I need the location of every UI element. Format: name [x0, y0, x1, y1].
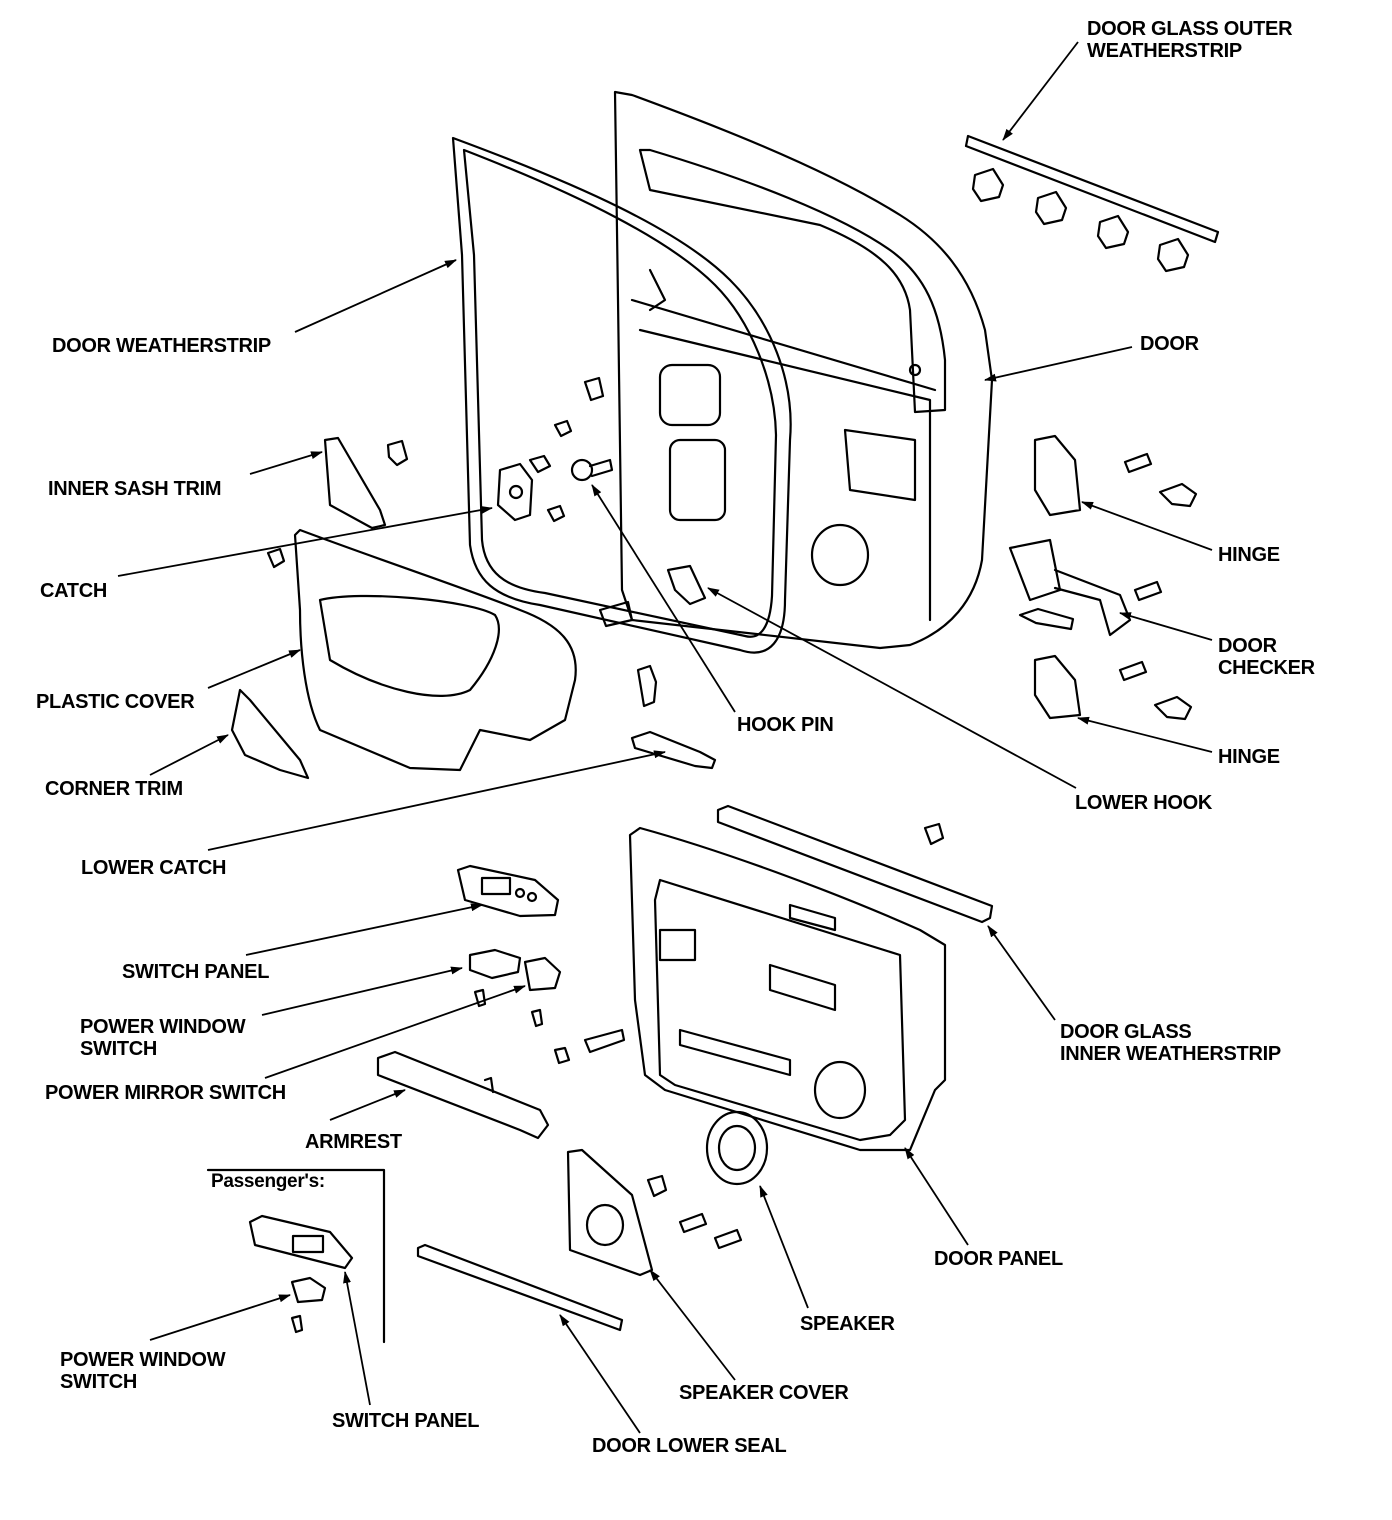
leader-door-checker	[1119, 612, 1213, 641]
label-door-glass-outer-weatherstrip: DOOR GLASS OUTER WEATHERSTRIP	[1087, 18, 1293, 62]
leader-passenger-switch-panel	[343, 1271, 371, 1406]
label-switch-panel: SWITCH PANEL	[122, 961, 270, 983]
leader-passenger-power-window-switch	[149, 1294, 291, 1341]
leader-speaker-cover	[649, 1269, 736, 1381]
leader-hook-pin	[591, 484, 736, 713]
leader-catch	[117, 506, 493, 577]
label-speaker-cover: SPEAKER COVER	[679, 1382, 849, 1404]
label-catch: CATCH	[40, 580, 108, 602]
label-speaker: SPEAKER	[800, 1313, 895, 1335]
passenger-switch-panel-part	[248, 1214, 354, 1270]
catch-part	[496, 376, 605, 523]
door-checker-part	[1008, 538, 1163, 637]
label-lower-hook: LOWER HOOK	[1075, 792, 1212, 814]
power-mirror-switch-part	[523, 956, 626, 1065]
label-power-window-switch: POWER WINDOW SWITCH	[80, 1016, 246, 1060]
label-door-weatherstrip: DOOR WEATHERSTRIP	[52, 335, 271, 357]
label-hook-pin: HOOK PIN	[737, 714, 834, 736]
label-inner-sash-trim: INNER SASH TRIM	[48, 478, 222, 500]
hook-pin-part	[570, 458, 614, 482]
label-plastic-cover: PLASTIC COVER	[36, 691, 195, 713]
label-passenger-switch-panel: SWITCH PANEL	[332, 1410, 480, 1432]
leader-armrest	[329, 1089, 406, 1121]
hinge-upper-part	[1033, 434, 1198, 517]
leader-door-weatherstrip	[294, 259, 457, 333]
plastic-cover-part	[266, 528, 577, 772]
switch-panel-part	[456, 864, 560, 918]
leader-door	[984, 346, 1133, 382]
corner-trim-part	[230, 688, 310, 780]
label-door-glass-inner-weatherstrip: DOOR GLASS INNER WEATHERSTRIP	[1060, 1021, 1281, 1065]
lower-catch-part	[630, 664, 717, 770]
label-passenger-power-window-switch: POWER WINDOW SWITCH	[60, 1349, 226, 1393]
leader-speaker	[759, 1185, 809, 1309]
leader-lower-catch	[207, 750, 666, 851]
label-lower-catch: LOWER CATCH	[81, 857, 227, 879]
leader-power-mirror-switch	[264, 985, 526, 1079]
leader-door-panel	[904, 1147, 969, 1246]
door-weatherstrip-part	[451, 136, 792, 654]
leader-lower-hook	[707, 587, 1077, 789]
inner-sash-trim-part	[323, 436, 409, 530]
leader-inner-sash-trim	[249, 451, 323, 475]
leader-outer-weatherstrip	[1002, 41, 1079, 141]
label-door-lower-seal: DOOR LOWER SEAL	[592, 1435, 787, 1457]
leader-hinge-upper	[1081, 501, 1213, 551]
label-door: DOOR	[1140, 333, 1199, 355]
leader-door-lower-seal	[559, 1314, 641, 1434]
leader-plastic-cover	[207, 649, 301, 689]
armrest-part	[376, 1050, 550, 1140]
leader-lines	[117, 41, 1213, 1434]
hinge-lower-part	[1033, 654, 1193, 721]
leader-inner-weatherstrip	[987, 925, 1056, 1021]
door-lower-seal-part	[416, 1243, 624, 1332]
lower-hook-part	[598, 564, 707, 628]
label-hinge-upper: HINGE	[1218, 544, 1280, 566]
door-glass-outer-weatherstrip-part	[964, 134, 1220, 273]
label-power-mirror-switch: POWER MIRROR SWITCH	[45, 1082, 286, 1104]
door-panel-part	[628, 826, 947, 1152]
power-window-switch-part	[468, 948, 522, 1008]
label-passengers: Passenger's:	[211, 1171, 325, 1192]
label-door-checker: DOOR CHECKER	[1218, 635, 1315, 679]
leader-hinge-lower	[1077, 716, 1213, 753]
speaker-part	[646, 1110, 769, 1250]
label-door-panel: DOOR PANEL	[934, 1248, 1063, 1270]
speaker-cover-part	[566, 1148, 654, 1277]
door-glass-inner-weatherstrip-part	[716, 804, 994, 924]
leader-corner-trim	[149, 734, 229, 776]
leader-switch-panel	[245, 903, 483, 956]
label-corner-trim: CORNER TRIM	[45, 778, 183, 800]
passenger-power-window-switch-part	[290, 1276, 327, 1334]
leader-power-window-switch	[261, 966, 463, 1016]
label-hinge-lower: HINGE	[1218, 746, 1280, 768]
passenger-panel-bracket	[206, 1168, 386, 1344]
label-armrest: ARMREST	[305, 1131, 402, 1153]
door-part	[613, 90, 994, 650]
